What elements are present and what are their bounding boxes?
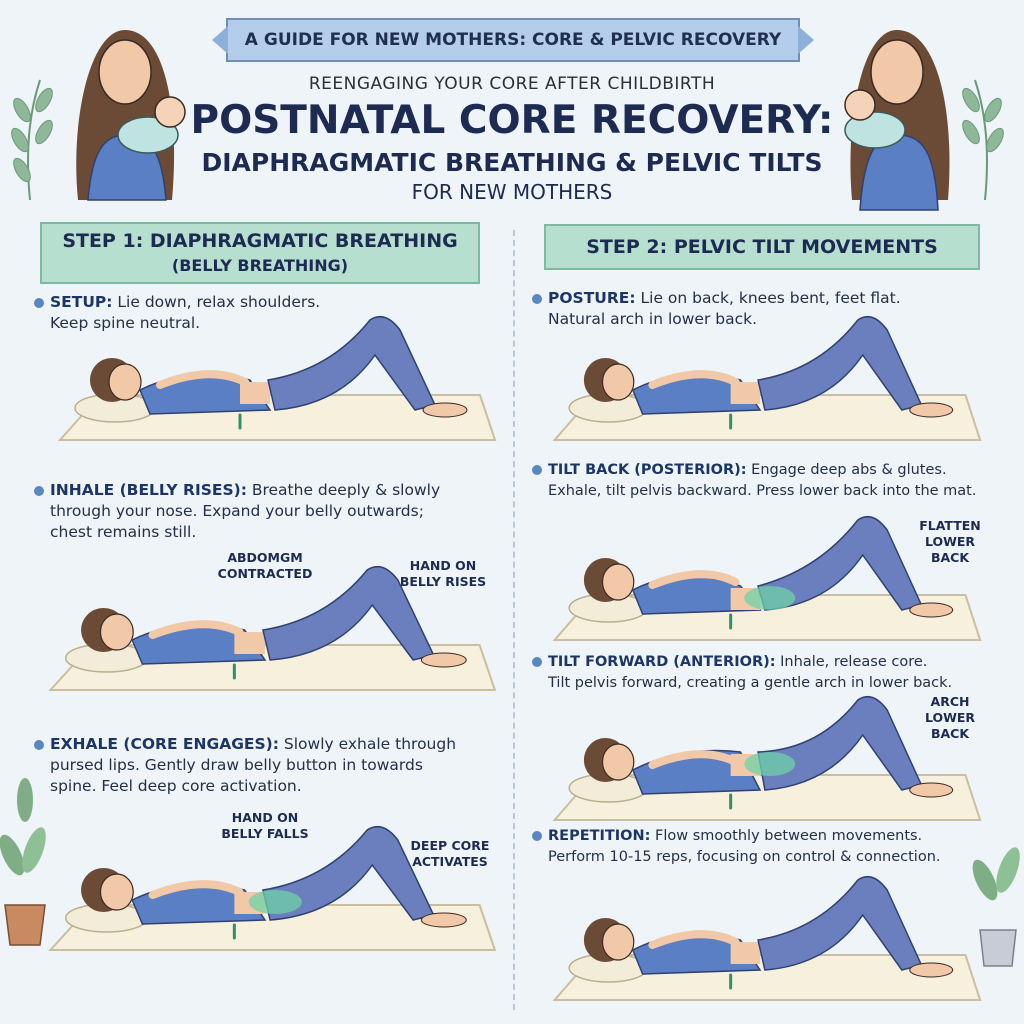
potted-plant-icon	[972, 847, 1020, 967]
posture-label: POSTURE:	[548, 289, 636, 307]
woman-lying-on-mat-illustration	[48, 565, 497, 691]
repetition-label: REPETITION:	[548, 828, 651, 844]
bullet-icon	[532, 657, 542, 667]
tilt-back-label: TILT BACK (POSTERIOR):	[548, 462, 747, 478]
exhale-text: EXHALE (CORE ENGAGES): Slowly exhale thr…	[34, 734, 504, 797]
mother-holding-baby-illustration	[844, 30, 950, 211]
page-title: POSTNATAL CORE RECOVERY:	[190, 98, 834, 143]
tilt-forward-text: TILT FORWARD (ANTERIOR): Inhale, release…	[532, 652, 1012, 694]
inhale-note-right: HAND ON BELLY RISES	[399, 558, 487, 589]
leaf-sprig-icon	[962, 79, 1004, 201]
inhale-text: INHALE (BELLY RISES): Breathe deeply & s…	[34, 480, 504, 543]
bullet-icon	[532, 831, 542, 841]
woman-lying-on-mat-illustration	[552, 515, 982, 641]
woman-lying-on-mat-illustration	[552, 695, 982, 821]
inhale-label: INHALE (BELLY RISES):	[50, 481, 247, 499]
tilt-back-note: FLATTEN LOWER BACK	[919, 518, 981, 565]
woman-lying-on-mat-illustration	[48, 825, 497, 951]
page-title-line2: DIAPHRAGMATIC BREATHING & PELVIC TILTS	[201, 148, 823, 177]
column-divider	[513, 230, 515, 1010]
setup-label: SETUP:	[50, 293, 113, 311]
bullet-icon	[532, 465, 542, 475]
setup-text: SETUP: Lie down, relax shoulders. Keep s…	[34, 292, 494, 334]
step1-title: STEP 1: DIAPHRAGMATIC BREATHING	[62, 230, 458, 252]
exhale-label: EXHALE (CORE ENGAGES):	[50, 735, 279, 753]
inhale-note-left: ABDOMGM CONTRACTED	[217, 550, 313, 581]
exhale-note-right: DEEP CORE ACTIVATES	[410, 838, 490, 869]
woman-lying-on-mat-illustration	[552, 875, 982, 1001]
bullet-icon	[34, 739, 44, 750]
tilt-back-text: TILT BACK (POSTERIOR): Engage deep abs &…	[532, 460, 1012, 502]
repetition-text: REPETITION: Flow smoothly between moveme…	[532, 826, 1012, 868]
mother-holding-baby-illustration	[76, 30, 186, 201]
tilt-forward-note: ARCH LOWER BACK	[924, 694, 976, 741]
header-banner: A GUIDE FOR NEW MOTHERS: CORE & PELVIC R…	[212, 18, 814, 62]
woman-lying-on-mat-illustration	[552, 315, 982, 441]
subheading: REENGAGING YOUR CORE AFTER CHILDBIRTH	[308, 74, 716, 94]
posture-text: POSTURE: Lie on back, knees bent, feet f…	[532, 288, 1002, 330]
bullet-icon	[532, 293, 542, 304]
exhale-note-left: HAND ON BELLY FALLS	[221, 810, 309, 841]
woman-lying-on-mat-illustration	[57, 315, 497, 441]
page-title-line3: FOR NEW MOTHERS	[411, 180, 613, 204]
step1-subtitle: (BELLY BREATHING)	[171, 256, 349, 275]
bullet-icon	[34, 485, 44, 496]
potted-plant-icon	[0, 778, 46, 946]
step1-banner: STEP 1: DIAPHRAGMATIC BREATHING (BELLY B…	[40, 222, 480, 284]
step2-banner: STEP 2: PELVIC TILT MOVEMENTS	[544, 224, 980, 270]
leaf-sprig-icon	[11, 79, 53, 201]
tilt-forward-label: TILT FORWARD (ANTERIOR):	[548, 654, 776, 670]
bullet-icon	[34, 297, 44, 308]
